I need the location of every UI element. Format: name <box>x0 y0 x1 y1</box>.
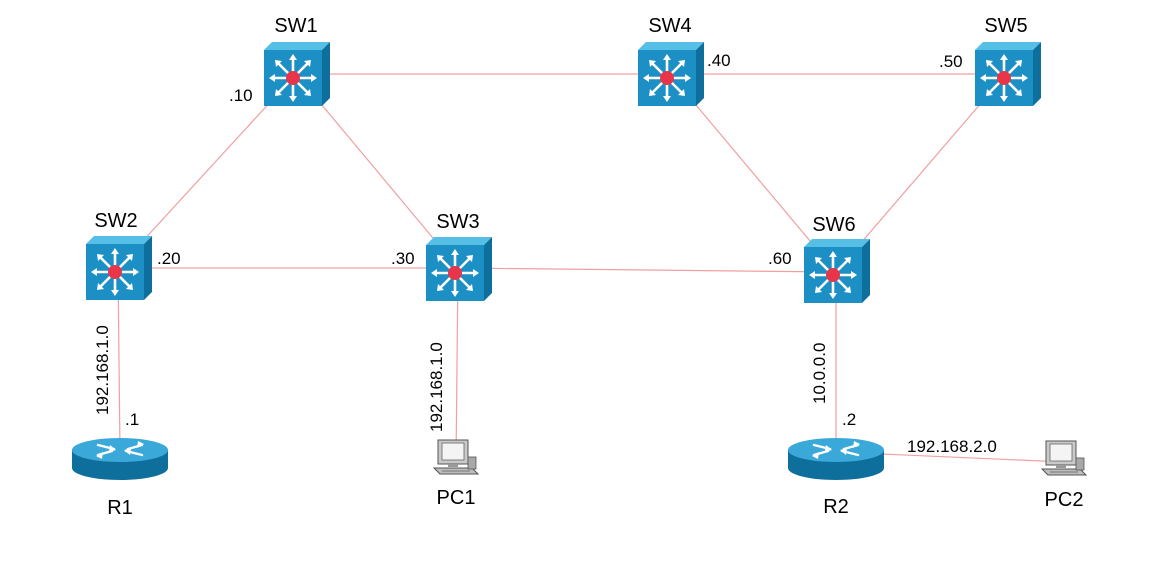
sw1-switch-icon[interactable] <box>262 40 332 108</box>
label-sw6: SW6 <box>812 214 855 236</box>
net-r2-pc2: 192.168.2.0 <box>907 437 997 456</box>
addr-sw1: .10 <box>229 86 253 105</box>
addr-sw5: .50 <box>939 52 963 71</box>
label-sw4: SW4 <box>648 15 691 37</box>
label-pc1: PC1 <box>437 487 476 509</box>
label-sw1: SW1 <box>274 15 317 37</box>
r1-router-icon[interactable] <box>70 436 170 482</box>
addr-sw6: .60 <box>768 249 792 268</box>
addr-r2: .2 <box>842 410 856 429</box>
link-sw4-sw6 <box>669 73 837 273</box>
addr-sw3: .30 <box>391 249 415 268</box>
addr-sw4: .40 <box>707 51 731 70</box>
pc2-pc-icon[interactable] <box>1041 440 1087 476</box>
link-sw1-sw2 <box>117 73 297 269</box>
sw3-switch-icon[interactable] <box>424 235 494 303</box>
nodes-layer <box>70 40 1087 482</box>
net-sw3-pc1: 192.168.1.0 <box>427 342 446 432</box>
label-r2: R2 <box>823 496 849 518</box>
net-sw6-r2: 10.0.0.0 <box>810 343 829 404</box>
link-sw3-sw6 <box>457 267 837 273</box>
label-sw3: SW3 <box>436 211 479 233</box>
sw2-switch-icon[interactable] <box>84 234 154 302</box>
sw5-switch-icon[interactable] <box>973 40 1043 108</box>
sw6-switch-icon[interactable] <box>802 237 872 305</box>
link-sw1-sw3 <box>295 73 459 269</box>
label-pc2: PC2 <box>1045 489 1084 511</box>
addr-r1: .1 <box>125 410 139 429</box>
sw4-switch-icon[interactable] <box>636 40 706 108</box>
label-sw2: SW2 <box>94 210 137 232</box>
addr-sw2: .20 <box>157 249 181 268</box>
pc1-pc-icon[interactable] <box>433 439 479 475</box>
net-sw2-r1: 192.168.1.0 <box>93 325 112 415</box>
label-r1: R1 <box>107 497 133 519</box>
links-layer <box>117 73 1065 463</box>
r2-router-icon[interactable] <box>786 436 886 482</box>
label-sw5: SW5 <box>984 15 1027 37</box>
